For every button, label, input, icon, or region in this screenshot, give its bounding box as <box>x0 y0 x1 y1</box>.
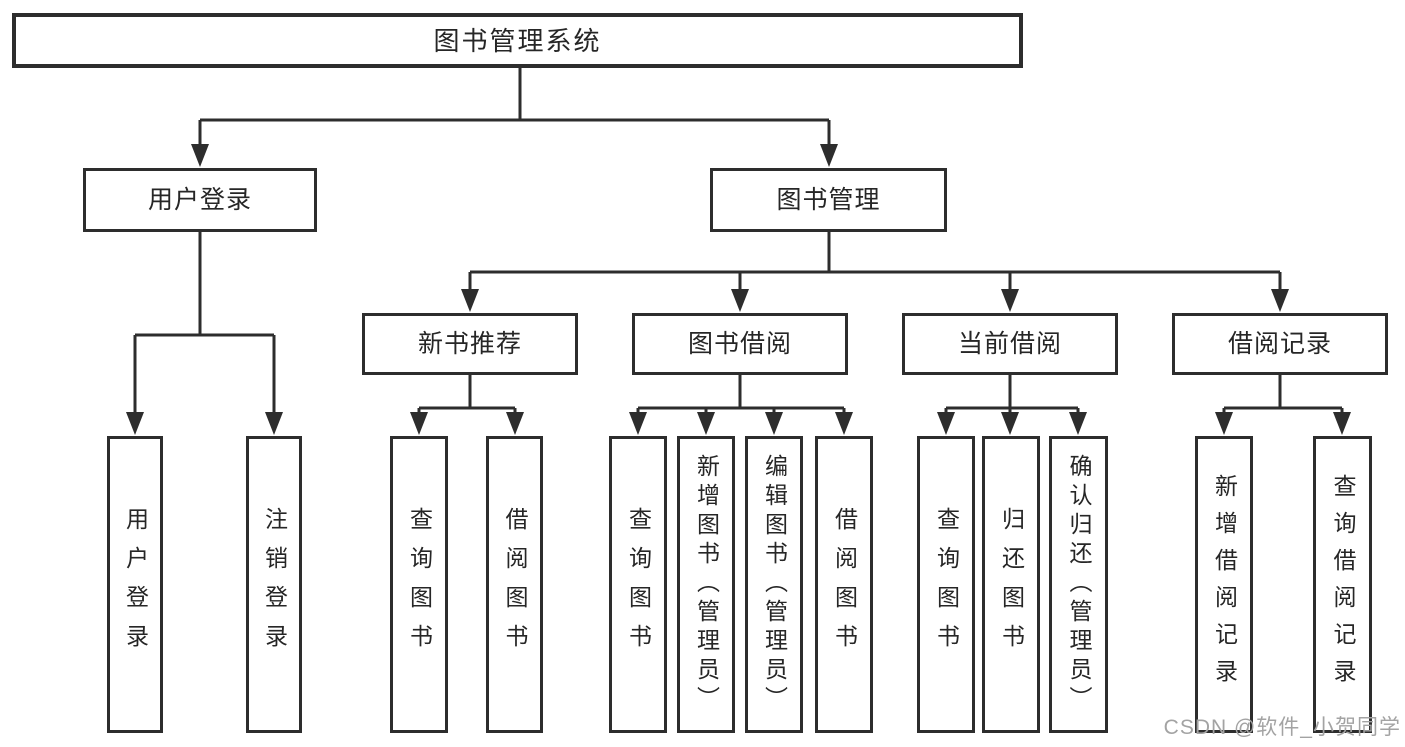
node-new-book-recommend: 新书推荐 <box>362 313 578 375</box>
node-book-management-label: 图书管理 <box>776 185 881 214</box>
arrow-down-icon <box>697 412 715 435</box>
arrowhead-icons <box>126 144 1351 435</box>
arrow-down-icon <box>1001 412 1019 435</box>
arrow-down-icon <box>731 289 749 312</box>
node-edit-book-admin: 编辑图书（管理员） <box>745 436 803 733</box>
node-user-login: 用户登录 <box>83 168 317 232</box>
arrow-down-icon <box>765 412 783 435</box>
node-logout-action-label: 注销登录 <box>261 506 288 663</box>
arrow-down-icon <box>1271 289 1289 312</box>
node-library-management-system-label: 图书管理系统 <box>433 25 602 56</box>
arrow-down-icon <box>265 412 283 435</box>
csdn-watermark: CSDN @软件_小贺同学 <box>1163 716 1401 739</box>
node-borrowing-records: 借阅记录 <box>1172 313 1388 375</box>
arrow-down-icon <box>126 412 144 435</box>
node-query-borrow-record: 查询借阅记录 <box>1313 436 1372 733</box>
node-query-books-current: 查询图书 <box>917 436 975 733</box>
arrow-down-icon <box>506 412 524 435</box>
node-borrowing-records-label: 借阅记录 <box>1227 329 1332 358</box>
node-query-books-borrowing-label: 查询图书 <box>625 506 652 663</box>
node-user-login-label: 用户登录 <box>147 185 252 214</box>
node-logout-action: 注销登录 <box>246 436 302 733</box>
arrow-down-icon <box>1333 412 1351 435</box>
node-edit-book-admin-label: 编辑图书（管理员） <box>761 454 788 715</box>
arrow-down-icon <box>820 144 838 167</box>
node-add-borrow-record: 新增借阅记录 <box>1195 436 1253 733</box>
node-new-book-recommend-label: 新书推荐 <box>417 329 522 358</box>
arrow-down-icon <box>1215 412 1233 435</box>
node-borrow-books-recommend-label: 借阅图书 <box>502 506 528 663</box>
node-library-management-system: 图书管理系统 <box>12 13 1023 68</box>
node-query-books-recommend-label: 查询图书 <box>406 506 433 663</box>
node-current-borrowing: 当前借阅 <box>902 313 1118 375</box>
node-confirm-return-admin-label: 确认归还（管理员） <box>1066 454 1092 715</box>
node-add-book-admin: 新增图书（管理员） <box>677 436 735 733</box>
node-user-login-action: 用户登录 <box>107 436 163 733</box>
node-add-borrow-record-label: 新增借阅记录 <box>1211 473 1238 696</box>
node-book-management: 图书管理 <box>710 168 947 232</box>
node-current-borrowing-label: 当前借阅 <box>957 329 1062 358</box>
node-return-books: 归还图书 <box>982 436 1040 733</box>
arrow-down-icon <box>629 412 647 435</box>
node-book-borrowing: 图书借阅 <box>632 313 848 375</box>
arrow-down-icon <box>835 412 853 435</box>
node-query-books-current-label: 查询图书 <box>933 506 960 663</box>
node-query-books-borrowing: 查询图书 <box>609 436 667 733</box>
arrow-down-icon <box>191 144 209 167</box>
node-borrow-books-borrowing-label: 借阅图书 <box>831 506 858 663</box>
node-query-books-recommend: 查询图书 <box>390 436 448 733</box>
arrow-down-icon <box>937 412 955 435</box>
arrow-down-icon <box>1069 412 1087 435</box>
node-confirm-return-admin: 确认归还（管理员） <box>1049 436 1108 733</box>
node-user-login-action-label: 用户登录 <box>122 506 149 663</box>
node-borrow-books-borrowing: 借阅图书 <box>815 436 873 733</box>
arrow-down-icon <box>410 412 428 435</box>
node-book-borrowing-label: 图书借阅 <box>687 329 792 358</box>
node-borrow-books-recommend: 借阅图书 <box>486 436 543 733</box>
arrow-down-icon <box>1001 289 1019 312</box>
node-return-books-label: 归还图书 <box>998 506 1025 663</box>
arrow-down-icon <box>461 289 479 312</box>
node-add-book-admin-label: 新增图书（管理员） <box>693 454 720 715</box>
node-query-borrow-record-label: 查询借阅记录 <box>1330 473 1356 696</box>
